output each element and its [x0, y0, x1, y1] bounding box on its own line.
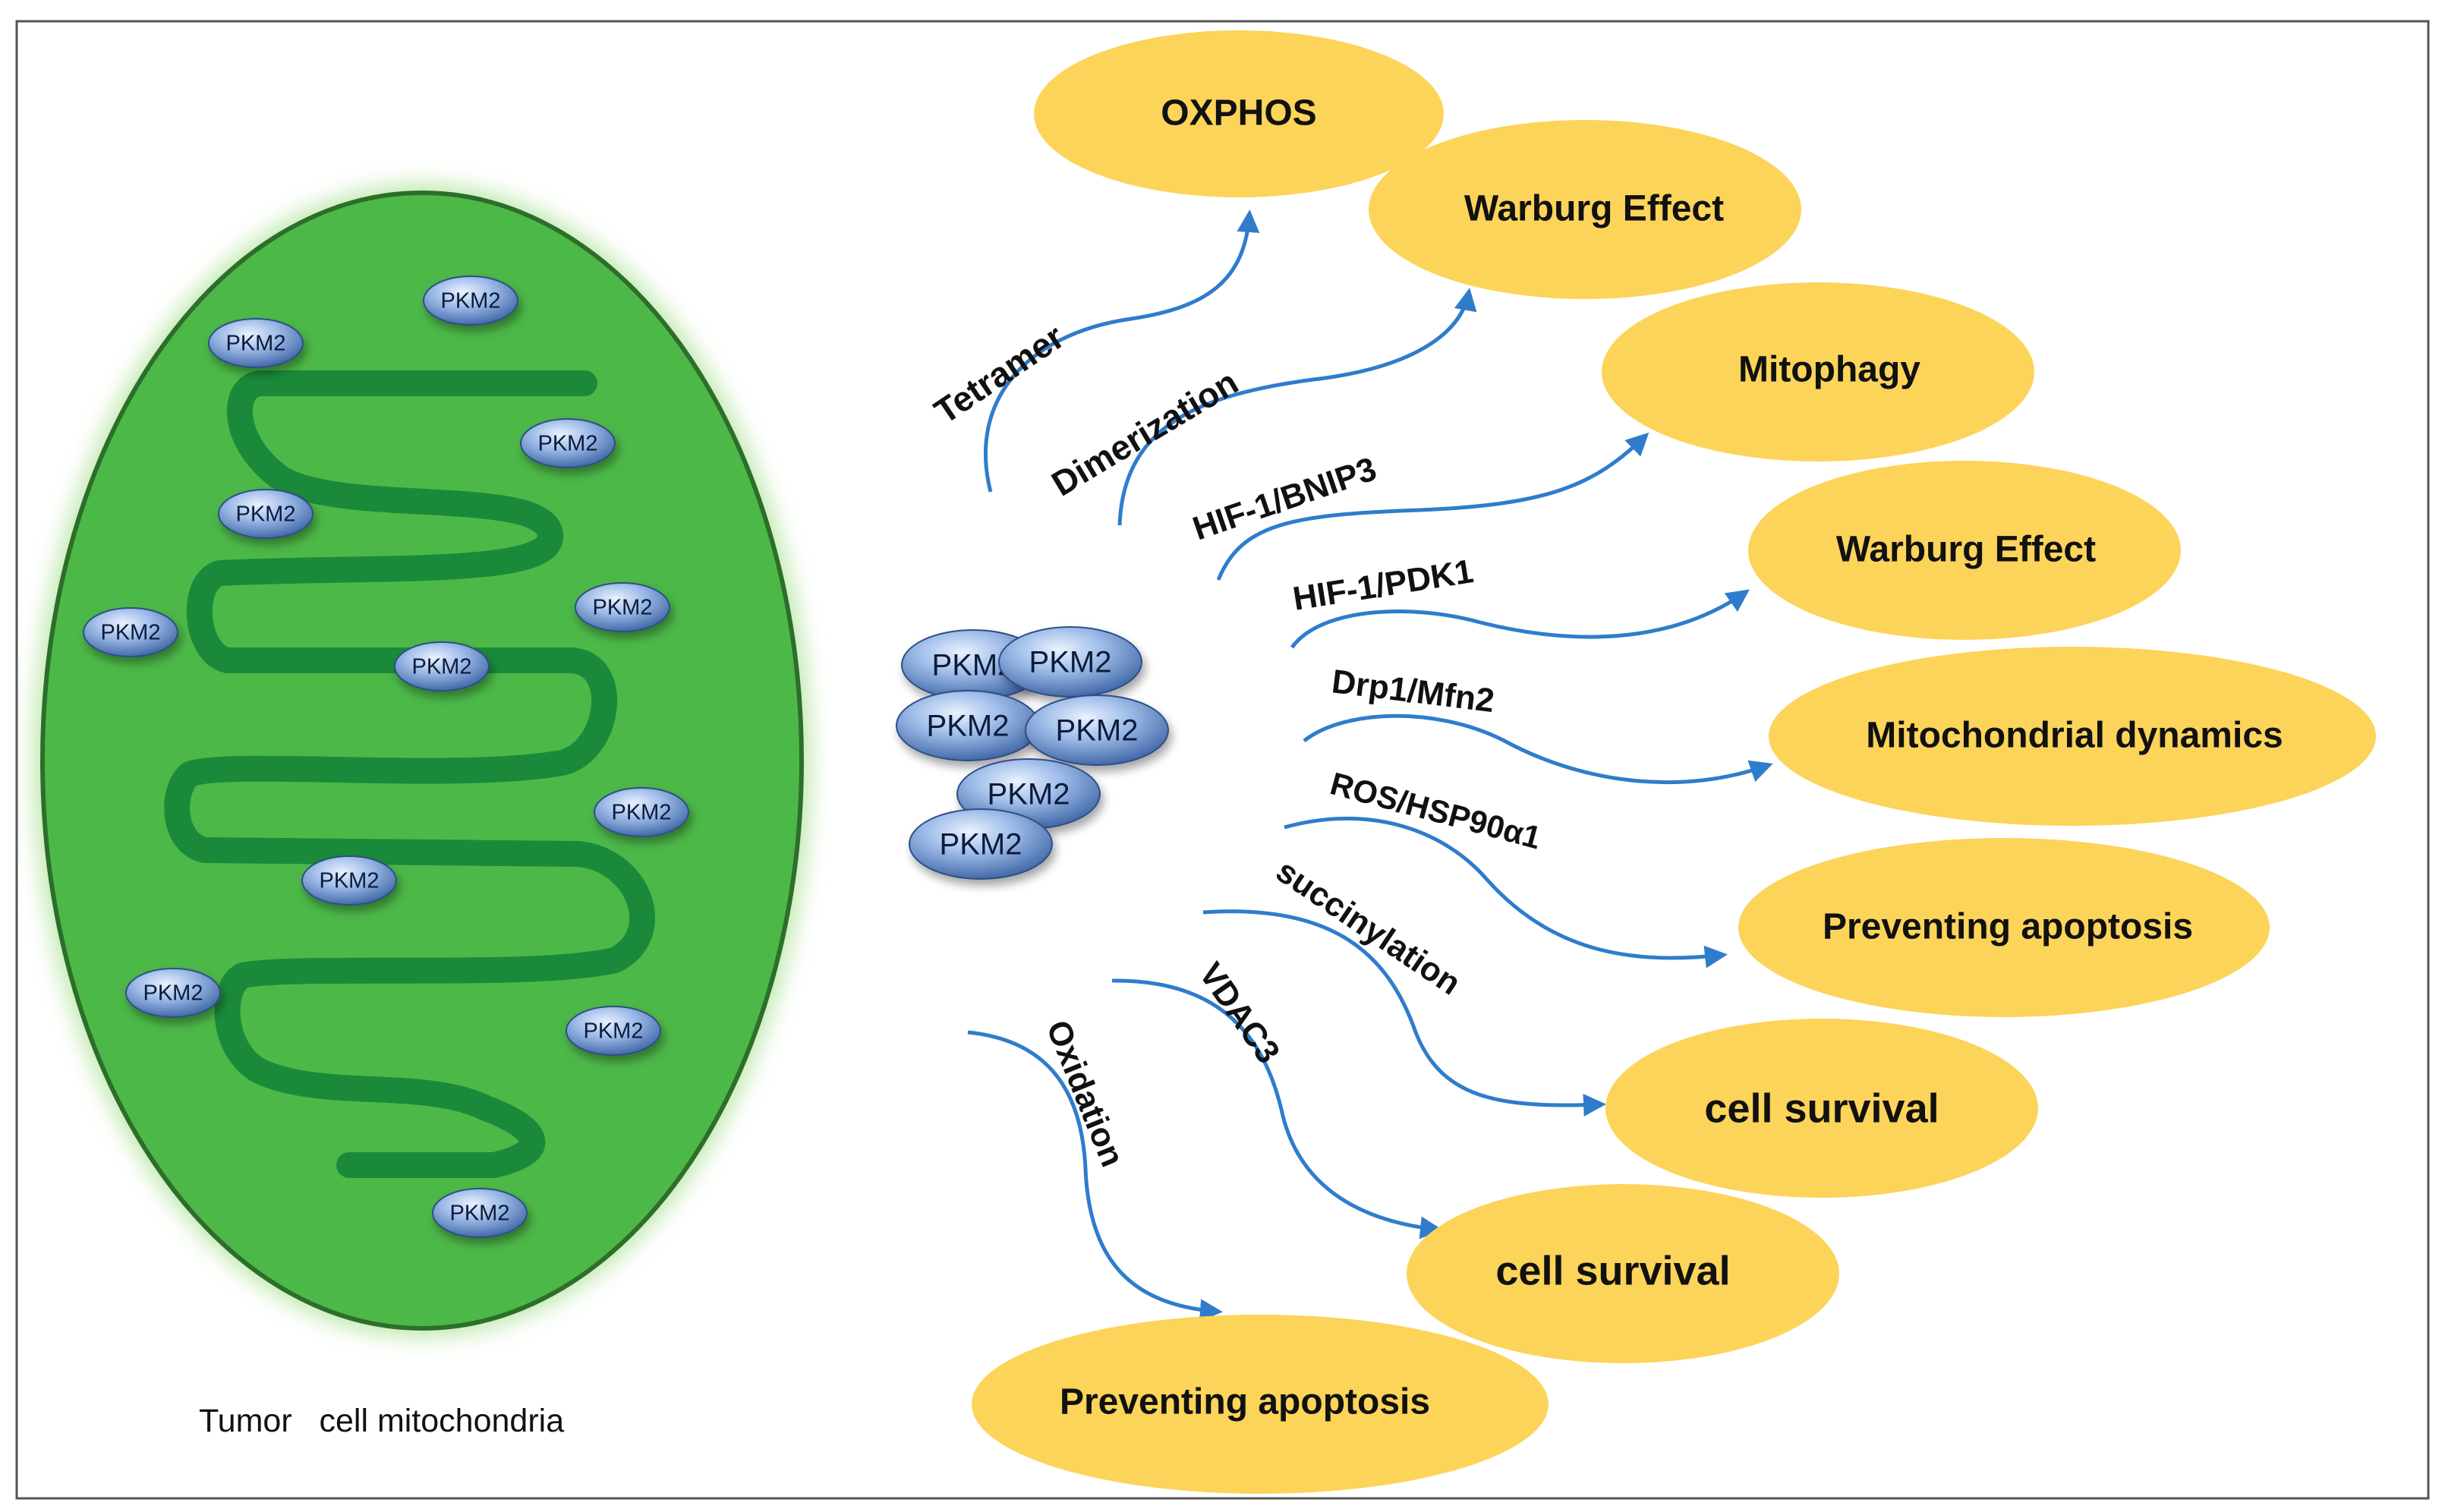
label-tetramer: Tetramer: [928, 317, 1072, 431]
mitochondrion: PKM2PKM2PKM2PKM2PKM2PKM2PKM2PKM2PKM2PKM2…: [33, 184, 811, 1439]
cluster-pkm2-label: PKM2: [1029, 646, 1112, 679]
outcome-mitophagy: Mitophagy: [1602, 282, 2034, 461]
pathway-arrows: [967, 209, 1773, 1322]
svg-text:Mitochondrial dynamics: Mitochondrial dynamics: [1866, 716, 2283, 756]
mito-pkm2-protein: PKM2: [575, 582, 670, 632]
arrow-vdac3: [1111, 978, 1443, 1240]
svg-text:Warburg Effect: Warburg Effect: [1836, 530, 2096, 570]
cluster-pkm2-protein: PKM2: [1025, 695, 1169, 766]
svg-text:Mitophagy: Mitophagy: [1738, 350, 1920, 390]
arrow-tetramer: [983, 209, 1260, 493]
figure-frame: [15, 20, 2430, 1500]
label-ros-hsp90: ROS/HSP90α1: [1327, 765, 1545, 855]
cluster-pkm2-protein: PKM2: [909, 808, 1053, 880]
svg-text:Preventing apoptosis: Preventing apoptosis: [1823, 907, 2193, 947]
label-succinylation: succinylation: [1269, 852, 1467, 1003]
mito-pkm2-protein: PKM2: [594, 787, 689, 837]
arrow-ros-hsp90: [1284, 816, 1728, 969]
svg-text:Warburg Effect: Warburg Effect: [1464, 189, 1724, 229]
mitochondrion-caption: Tumor cell mitochondria: [199, 1403, 564, 1439]
mitochondrion-pkm2-group: PKM2PKM2PKM2PKM2PKM2PKM2PKM2PKM2PKM2PKM2…: [83, 276, 689, 1238]
outcome-preventing-apoptosis-1: Preventing apoptosis: [1738, 838, 2270, 1017]
mito-pkm2-label: PKM2: [412, 655, 472, 679]
mito-pkm2-label: PKM2: [236, 502, 296, 527]
arrow-hif1-pdk1: [1290, 589, 1750, 649]
mito-pkm2-label: PKM2: [538, 432, 598, 456]
mito-pkm2-label: PKM2: [101, 621, 161, 645]
arrow-dimerization: [1117, 288, 1477, 526]
outcome-preventing-apoptosis-2: Preventing apoptosis: [972, 1315, 1549, 1494]
outcome-warburg-effect-1: Warburg Effect: [1369, 120, 1801, 299]
mito-pkm2-label: PKM2: [450, 1202, 510, 1226]
label-dimerization: Dimerization: [1044, 362, 1244, 504]
arrow-hif1-bnip3: [1216, 432, 1649, 581]
cluster-pkm2-label: PKM2: [940, 828, 1022, 862]
mito-pkm2-label: PKM2: [320, 869, 380, 893]
mito-pkm2-protein: PKM2: [83, 607, 178, 657]
mito-pkm2-protein: PKM2: [423, 276, 518, 326]
mito-pkm2-protein: PKM2: [394, 641, 490, 691]
mitochondrion-cristae: [164, 370, 656, 1178]
cluster-pkm2-protein: PKM2: [896, 690, 1040, 761]
outcome-mitochondrial-dynamics: Mitochondrial dynamics: [1769, 647, 2376, 826]
mito-pkm2-protein: PKM2: [301, 855, 397, 906]
outcome-cell-survival-1: cell survival: [1605, 1019, 2038, 1198]
arrow-succinylation: [1202, 909, 1606, 1117]
svg-text:OXPHOS: OXPHOS: [1161, 93, 1316, 134]
svg-text:Preventing apoptosis: Preventing apoptosis: [1060, 1382, 1430, 1422]
mito-pkm2-label: PKM2: [441, 289, 501, 313]
outcome-cell-survival-2: cell survival: [1407, 1184, 1839, 1363]
mito-pkm2-label: PKM2: [584, 1019, 644, 1044]
svg-text:cell survival: cell survival: [1704, 1085, 1939, 1131]
cluster-pkm2-label: PKM2: [988, 778, 1070, 811]
outcome-oxphos: OXPHOS: [1034, 30, 1444, 197]
label-hif1-pdk1: HIF-1/PDK1: [1290, 553, 1476, 618]
outcome-warburg-effect-2: Warburg Effect: [1748, 461, 2181, 640]
cluster-pkm2-protein: PKM2: [998, 626, 1142, 698]
mito-pkm2-protein: PKM2: [520, 418, 616, 468]
outcomes: OXPHOS Warburg Effect Mitophagy Warburg …: [972, 30, 2376, 1494]
mito-pkm2-protein: PKM2: [432, 1188, 528, 1238]
mito-pkm2-protein: PKM2: [208, 318, 304, 368]
mito-pkm2-protein: PKM2: [125, 968, 221, 1018]
mito-pkm2-protein: PKM2: [566, 1006, 661, 1056]
label-drp1-mfn2: Drp1/Mfn2: [1330, 663, 1496, 720]
svg-text:cell survival: cell survival: [1495, 1248, 1730, 1293]
cluster-pkm2-label: PKM2: [927, 710, 1010, 743]
label-hif1-bnip3: HIF-1/BNIP3: [1188, 450, 1381, 547]
arrow-oxidation: [967, 1030, 1223, 1322]
mito-pkm2-label: PKM2: [226, 332, 286, 356]
mito-pkm2-protein: PKM2: [218, 489, 314, 539]
arrow-drp1-mfn2: [1303, 713, 1773, 784]
mito-pkm2-label: PKM2: [612, 801, 672, 825]
mito-pkm2-label: PKM2: [143, 981, 203, 1006]
label-vdac3: VDAC3: [1192, 956, 1287, 1070]
cluster-pkm2-label: PKM2: [1056, 714, 1139, 748]
mito-pkm2-label: PKM2: [593, 596, 653, 620]
